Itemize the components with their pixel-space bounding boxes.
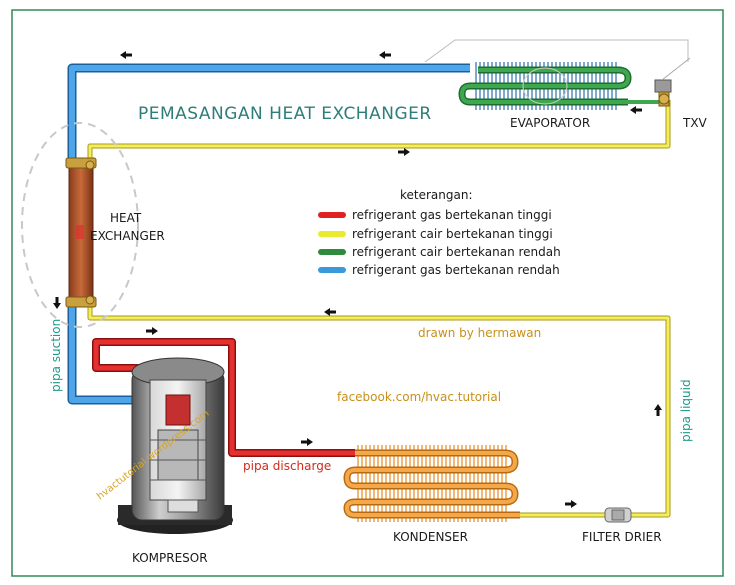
discharge-pipe	[92, 338, 355, 457]
legend-swatch	[318, 231, 346, 237]
suction-pipe	[67, 63, 470, 405]
flow-arrow-icon	[146, 327, 158, 335]
outer-frame	[11, 9, 724, 577]
legend-item: refrigerant gas bertekanan rendah	[318, 263, 560, 277]
evaporator	[458, 62, 660, 110]
flow-arrow-icon	[630, 106, 642, 114]
legend-label: refrigerant gas bertekanan tinggi	[352, 208, 552, 222]
legend-label: refrigerant cair bertekanan tinggi	[352, 227, 553, 241]
flow-arrows	[53, 51, 662, 508]
legend-swatch	[318, 249, 346, 255]
suction-pipe-label: pipa suction	[49, 319, 63, 392]
legend-item: refrigerant cair bertekanan tinggi	[318, 227, 553, 241]
condenser-label: KONDENSER	[393, 530, 468, 544]
txv-valve	[654, 57, 691, 107]
flow-arrow-icon	[120, 51, 132, 59]
legend-item: refrigerant gas bertekanan tinggi	[318, 208, 552, 222]
flow-arrow-icon	[324, 308, 336, 316]
page-title: PEMASANGAN HEAT EXCHANGER	[138, 104, 432, 124]
heat-exchanger	[21, 122, 139, 328]
legend-swatch	[318, 267, 346, 273]
legend-label: refrigerant cair bertekanan rendah	[352, 245, 561, 259]
flow-arrow-icon	[565, 500, 577, 508]
heat-exchanger-label-line1: HEAT	[110, 211, 142, 225]
filter-drier-label: FILTER DRIER	[582, 530, 662, 544]
legend: keterangan: refrigerant gas bertekanan t…	[318, 188, 561, 277]
legend-label: refrigerant gas bertekanan rendah	[352, 263, 560, 277]
flow-arrow-icon	[301, 438, 313, 446]
condenser	[343, 445, 520, 522]
legend-title: keterangan:	[400, 188, 473, 202]
liquid-pipe	[87, 100, 671, 518]
heat-exchanger-label-line2: EXCHANGER	[90, 229, 165, 243]
flow-arrow-icon	[398, 148, 410, 156]
flow-arrow-icon	[53, 297, 61, 309]
evaporator-label: EVAPORATOR	[510, 116, 590, 130]
liquid-pipe-label: pipa liquid	[679, 379, 693, 442]
discharge-pipe-label: pipa discharge	[243, 459, 331, 473]
credit-facebook: facebook.com/hvac.tutorial	[337, 390, 501, 404]
legend-item: refrigerant cair bertekanan rendah	[318, 245, 561, 259]
flow-arrow-icon	[379, 51, 391, 59]
evaporator-housing	[424, 39, 689, 63]
txv-label: TXV	[682, 116, 708, 130]
compressor-label: KOMPRESOR	[132, 551, 208, 565]
compressor	[117, 357, 233, 534]
flow-arrow-icon	[654, 404, 662, 416]
filter-drier	[604, 507, 632, 523]
legend-swatch	[318, 212, 346, 218]
credit-drawn-by: drawn by hermawan	[418, 326, 541, 340]
